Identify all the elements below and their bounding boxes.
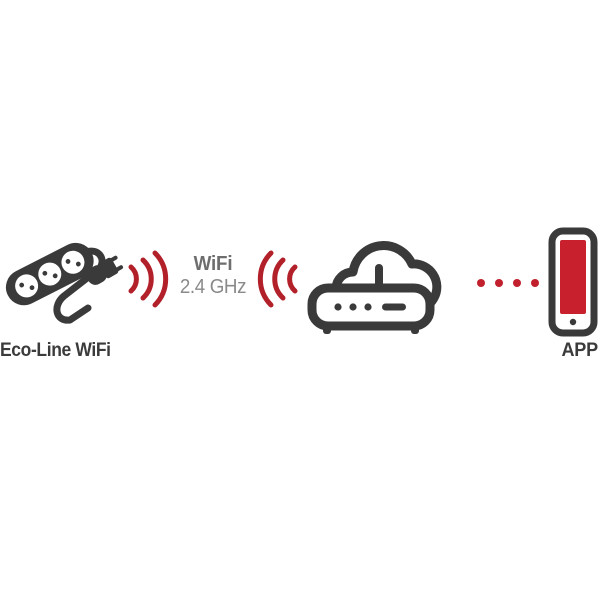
wifi-frequency-label: 2.4 GHz: [179, 276, 247, 298]
phone-screen: [560, 240, 586, 314]
wifi-waves-left-icon: [126, 248, 170, 310]
smartphone-icon: [548, 227, 598, 337]
power-plug: [86, 255, 124, 285]
phone-home-button: [569, 318, 577, 326]
dotted-connection-icon: [476, 276, 546, 290]
router-body: [307, 283, 435, 331]
wifi-waves-right-icon: [256, 248, 300, 310]
app-caption: APP: [561, 340, 598, 361]
wifi-text-block: WiFi 2.4 GHz: [168, 253, 258, 299]
power-strip-caption: Eco-Line WiFi: [0, 340, 111, 361]
power-strip-body: [5, 242, 106, 324]
router-cloud-icon: [307, 226, 473, 336]
wifi-label: WiFi: [193, 253, 233, 275]
power-strip-icon: [2, 228, 142, 328]
router-feet: [323, 324, 419, 334]
